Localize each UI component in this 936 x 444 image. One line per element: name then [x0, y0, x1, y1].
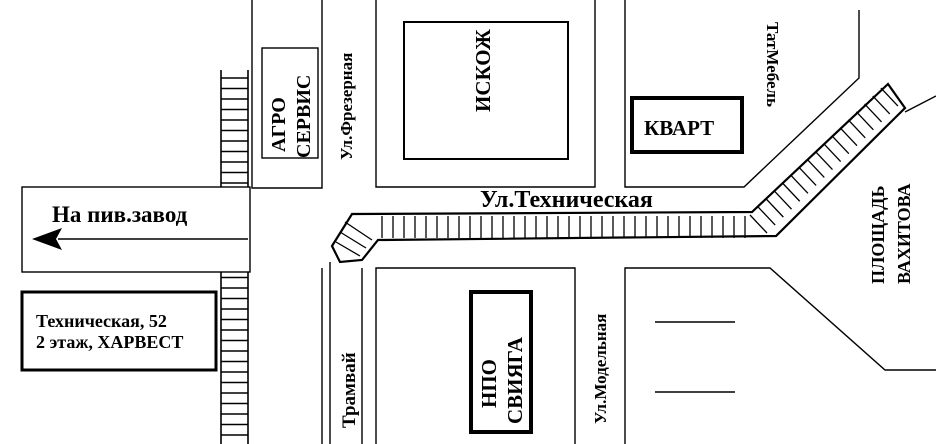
npo-sviyaga-line-2: СВИЯГА: [503, 336, 527, 424]
arrow-left-icon: [32, 228, 248, 250]
block-outlines: [251, 0, 936, 444]
direction-label: На пив.завод: [52, 202, 188, 227]
street-tekhnicheskaya: Ул.Техническая: [480, 187, 653, 213]
address-line-2: 2 этаж, ХАРВЕСТ: [36, 332, 183, 352]
block-npo-outline: [375, 267, 576, 444]
kvart-label: КВАРТ: [644, 116, 714, 140]
iskozh-label: ИСКОЖ: [471, 29, 495, 112]
agro-servis-line-1: АГРО: [268, 97, 290, 152]
building-npo-sviyaga: НПО СВИЯГА: [469, 290, 533, 434]
block-bottom-right-outline: [624, 267, 936, 444]
address-line-1: Техническая, 52: [36, 311, 167, 331]
building-kvart: КВАРТ: [630, 96, 744, 154]
direction-box-frame: [21, 186, 251, 273]
block-right-outline: [904, 95, 936, 113]
building-agro-servis: АГРО СЕРВИС: [261, 47, 319, 159]
block-agro-outline: [251, 0, 323, 189]
building-iskozh: ИСКОЖ: [403, 21, 569, 160]
block-iskozh-outline: [375, 0, 596, 188]
street-frezernaya: Ул.Фрезерная: [337, 53, 356, 160]
square-line-1: ПЛОЩАДЬ: [868, 185, 888, 284]
tramway-track: [330, 82, 907, 264]
npo-sviyaga-line-1: НПО: [477, 359, 501, 408]
block-kvart-outline: [624, 0, 860, 188]
tatmebel-label: ТатМебель: [763, 22, 782, 107]
direction-box: На пив.завод: [21, 186, 251, 273]
square-line-2: ВАХИТОВА: [894, 183, 914, 284]
address-box: Техническая, 52 2 этаж, ХАРВЕСТ: [20, 290, 218, 372]
street-modelnaya: Ул.Модельная: [591, 314, 610, 424]
street-tramway: Трамвай: [339, 352, 360, 428]
address-box-frame: [20, 290, 218, 372]
agro-servis-line-2: СЕРВИС: [293, 75, 315, 158]
